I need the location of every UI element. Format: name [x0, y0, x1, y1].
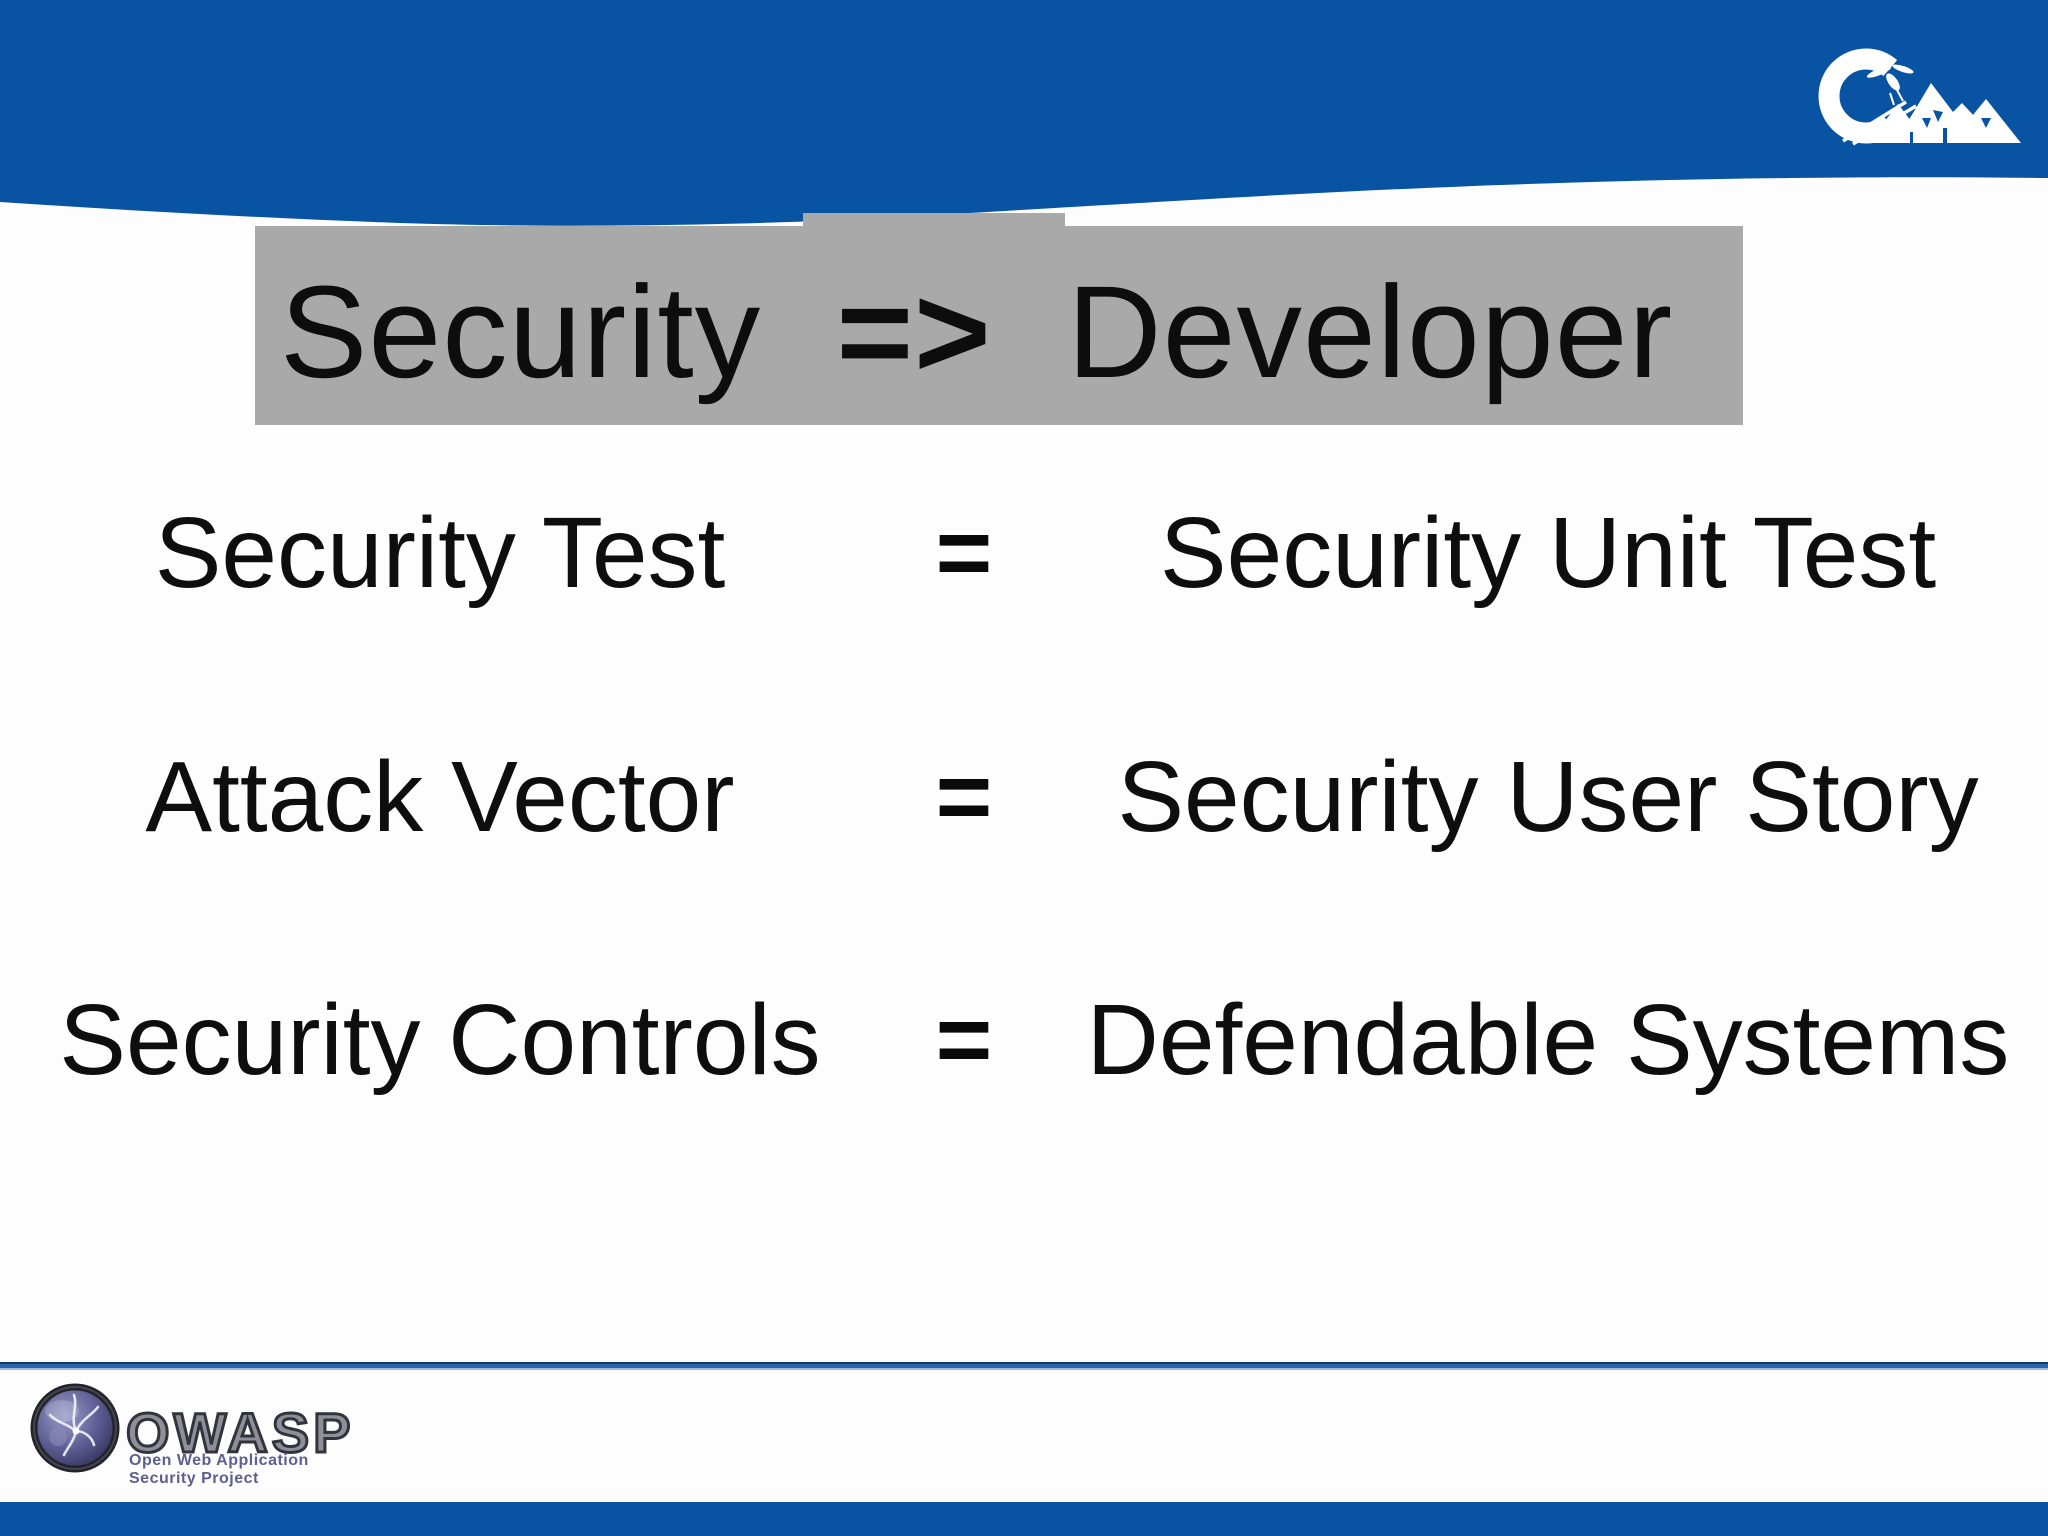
- owasp-wordmark: OWASP: [124, 1400, 355, 1466]
- title-left: Security: [280, 258, 762, 405]
- owasp-tagline-line2: Security Project: [129, 1470, 259, 1487]
- row-left-term: Security Controls: [59, 984, 821, 1096]
- equals-sign: =: [935, 742, 993, 851]
- row-right-term: Security User Story: [1117, 741, 1979, 853]
- footer-blue-bar: [0, 1502, 2048, 1536]
- page-title: Security => Developer: [280, 244, 1673, 407]
- header-wave-banner: [0, 0, 2048, 226]
- row-right-term: Defendable Systems: [1086, 984, 2010, 1096]
- row-right-term: Security Unit Test: [1159, 497, 1937, 609]
- equivalence-row: Security Test = Security Unit Test: [0, 483, 2048, 623]
- title-highlight-tab: [803, 213, 1065, 229]
- equals-sign: =: [935, 985, 993, 1094]
- row-left-term: Attack Vector: [145, 741, 735, 853]
- title-highlight-box: Security => Developer: [255, 226, 1743, 425]
- owasp-tagline-line1: Open Web Application: [129, 1452, 309, 1469]
- conference-c-mountains-wasp-logo: [1818, 48, 2021, 146]
- equals-sign: =: [935, 498, 993, 607]
- equivalence-row: Security Controls = Defendable Systems: [0, 970, 2048, 1110]
- title-arrow: =>: [836, 258, 992, 405]
- row-left-term: Security Test: [154, 497, 726, 609]
- equivalence-row: Attack Vector = Security User Story: [0, 727, 2048, 867]
- footer-divider-rule: [0, 1362, 2048, 1370]
- header-wave-shape: [0, 0, 2048, 226]
- owasp-wasp-circle-logo: [30, 1383, 120, 1473]
- title-right: Developer: [1067, 258, 1674, 405]
